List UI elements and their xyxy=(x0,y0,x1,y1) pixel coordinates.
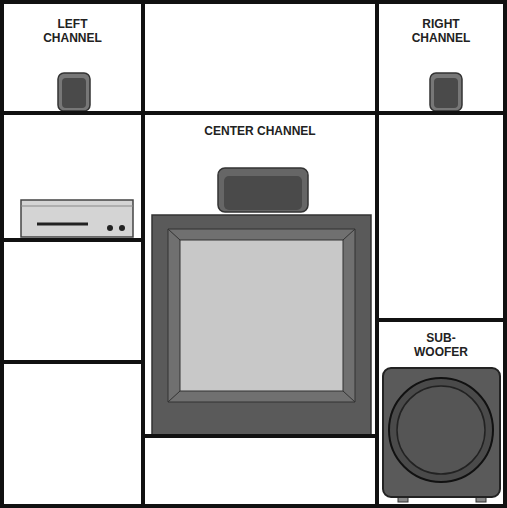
channel-label: RIGHT CHANNEL xyxy=(401,17,481,45)
speaker-compartment: RIGHT CHANNEL xyxy=(379,4,503,111)
subwoofer xyxy=(383,368,500,502)
channel-label: LEFT CHANNEL xyxy=(33,17,113,45)
center-speaker xyxy=(218,168,308,212)
right-speaker xyxy=(430,73,462,111)
tv-compartment: CENTER CHANNEL xyxy=(145,115,375,434)
television xyxy=(152,215,371,435)
left-speaker xyxy=(58,73,90,111)
speaker-compartment: LEFT CHANNEL xyxy=(4,4,141,111)
subwoofer-compartment: SUB- WOOFER xyxy=(379,322,503,504)
channel-label: SUB- WOOFER xyxy=(411,331,471,359)
channel-label: CENTER CHANNEL xyxy=(160,124,360,138)
receiver xyxy=(21,200,133,237)
